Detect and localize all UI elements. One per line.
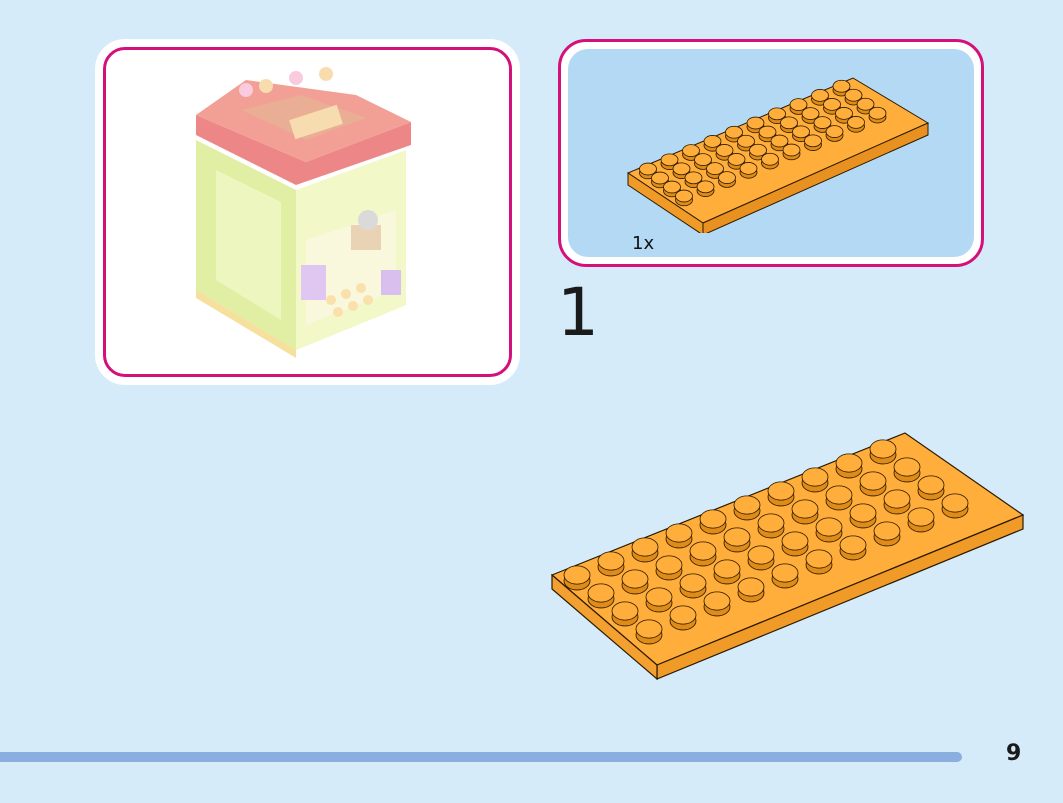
stud-top — [825, 125, 844, 138]
stud-top — [723, 527, 751, 547]
stud-top — [727, 153, 746, 166]
stud-top — [782, 143, 801, 157]
orange-plate-4x10-icon — [626, 77, 930, 233]
stud-top — [733, 495, 761, 515]
stud-top — [771, 563, 799, 583]
stud-top — [749, 143, 767, 157]
stud-top — [856, 97, 875, 111]
stud-top — [675, 189, 693, 203]
stud-top — [770, 134, 789, 148]
orange-plate-4x10-icon — [550, 432, 1025, 681]
stud-top — [737, 134, 755, 148]
stud-top — [792, 125, 810, 139]
stud-top — [699, 509, 727, 529]
stud-top — [746, 116, 765, 130]
stud-top — [868, 106, 887, 120]
model-preview-frame — [103, 47, 512, 377]
stud-top — [631, 537, 659, 557]
stud-top — [893, 457, 921, 477]
stud-top — [660, 153, 679, 167]
stud-top — [804, 134, 822, 148]
stud-top — [768, 107, 786, 121]
stud-top — [718, 171, 736, 184]
stud-top — [811, 89, 829, 102]
stud-top — [907, 507, 935, 527]
parts-list-panel: 1x — [558, 39, 984, 267]
stud-top — [869, 439, 897, 459]
stud-top — [883, 489, 911, 509]
quantity-label: 1x — [632, 233, 655, 254]
stud-top — [835, 107, 853, 120]
stud-top — [781, 531, 809, 551]
stud-top — [679, 573, 707, 593]
stud-top — [747, 545, 775, 565]
stud-top — [611, 601, 639, 621]
step-number: 1 — [557, 274, 599, 351]
stud-top — [635, 619, 663, 639]
stud-top — [839, 535, 867, 555]
parts-list-frame: 1x — [558, 39, 984, 267]
footer-progress-bar — [0, 752, 962, 762]
stud-top — [815, 517, 843, 537]
stud-top — [651, 171, 669, 185]
stud-top — [682, 144, 700, 157]
stud-top — [639, 162, 657, 176]
stud-top — [563, 565, 591, 585]
stud-top — [663, 180, 681, 194]
finished-model-illustration — [196, 67, 411, 358]
stud-top — [805, 549, 833, 569]
stud-top — [597, 551, 625, 571]
stud-top — [739, 162, 758, 175]
stud-top — [767, 481, 795, 501]
stud-top — [823, 98, 841, 111]
stud-top — [737, 577, 765, 597]
stud-top — [694, 153, 712, 166]
stud-top — [669, 605, 697, 625]
stud-top — [665, 523, 693, 543]
stud-top — [844, 88, 863, 102]
stud-top — [789, 98, 808, 111]
stud-top — [832, 79, 851, 93]
stud-top — [672, 162, 691, 176]
stud-top — [703, 135, 722, 148]
stud-top — [713, 559, 741, 579]
stud-top — [917, 475, 945, 495]
stud-top — [758, 125, 777, 139]
stud-top — [780, 116, 798, 130]
stud-top — [941, 493, 969, 513]
stud-top — [757, 513, 785, 533]
stud-top — [873, 521, 901, 541]
stud-top — [689, 541, 717, 561]
stud-top — [791, 499, 819, 519]
stud-top — [587, 583, 615, 603]
stud-top — [801, 467, 829, 487]
stud-top — [645, 587, 673, 607]
stud-top — [703, 591, 731, 611]
model-preview-panel — [95, 39, 520, 385]
stud-top — [859, 471, 887, 491]
stud-top — [801, 107, 820, 120]
stud-top — [761, 152, 779, 166]
stud-top — [849, 503, 877, 523]
stud-top — [706, 162, 724, 175]
page-number: 9 — [1006, 741, 1022, 766]
stud-top — [655, 555, 683, 575]
parts-list-background: 1x — [568, 49, 974, 257]
stud-top — [725, 125, 743, 139]
stud-top — [621, 569, 649, 589]
stud-top — [847, 116, 865, 129]
stud-top — [696, 180, 715, 194]
stud-top — [813, 116, 832, 129]
stud-top — [835, 453, 863, 473]
stud-top — [825, 485, 853, 505]
stud-top — [715, 144, 734, 157]
stud-top — [684, 171, 703, 185]
